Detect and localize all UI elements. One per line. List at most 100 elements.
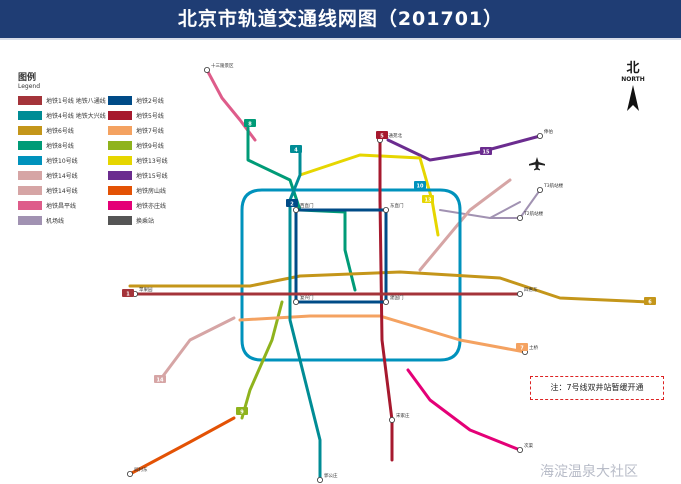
legend-label: 地铁4号线 地铁大兴线 xyxy=(46,112,106,120)
station-circle[interactable] xyxy=(537,186,544,193)
legend-item: 换乘站 xyxy=(108,214,198,226)
line-badge-box xyxy=(644,297,656,305)
map-title: 北京市轨道交通线网图（201701） xyxy=(0,0,681,38)
station-marker[interactable]: 复兴门 xyxy=(292,294,314,305)
legend-item: 地铁房山线 xyxy=(108,184,198,196)
legend-label: 地铁6号线 xyxy=(46,127,74,135)
station-circle[interactable] xyxy=(382,298,389,305)
line-badge-box xyxy=(480,147,492,155)
station-label: 复兴门 xyxy=(300,294,314,301)
line-badge-text: 4 xyxy=(294,148,298,154)
station-label: 次渠 xyxy=(524,442,533,449)
legend-swatch xyxy=(108,140,132,150)
line-badge: 10 xyxy=(414,181,426,190)
legend-item: 机场线 xyxy=(18,214,108,226)
line-badge-box xyxy=(290,145,302,153)
subway-map: 西直门东直门建国门复兴门宋家庄四惠东苹果园天通苑北十三陵景区T3航站楼T2航站楼… xyxy=(122,62,656,483)
line-badge-text: 10 xyxy=(417,184,424,190)
legend-item: 地铁10号线 xyxy=(18,154,108,166)
station-marker[interactable]: 阎村东 xyxy=(127,466,148,477)
legend-label: 换乘站 xyxy=(136,217,155,225)
station-circle[interactable] xyxy=(517,446,524,453)
station-circle[interactable] xyxy=(203,66,210,73)
subway-line-13 xyxy=(298,153,440,237)
station-circle[interactable] xyxy=(127,470,134,477)
legend-swatch xyxy=(18,170,42,180)
legend-label: 地铁7号线 xyxy=(136,127,164,135)
station-circle[interactable] xyxy=(388,416,395,423)
station-marker[interactable]: 东直门 xyxy=(382,202,404,213)
station-label: 宋家庄 xyxy=(396,412,410,419)
station-marker[interactable]: T2航站楼 xyxy=(517,210,544,221)
legend-grid: 地铁1号线 地铁八通线地铁2号线地铁4号线 地铁大兴线地铁5号线地铁6号线地铁7… xyxy=(18,94,198,226)
station-label: 东直门 xyxy=(390,202,404,209)
line-badge-box xyxy=(286,199,298,207)
legend-swatch xyxy=(18,215,42,225)
station-circle[interactable] xyxy=(382,206,389,213)
line-badge: 15 xyxy=(480,147,492,156)
legend-swatch xyxy=(18,155,42,165)
station-circle[interactable] xyxy=(517,214,524,221)
legend-item: 地铁13号线 xyxy=(108,154,198,166)
station-circle[interactable] xyxy=(316,476,323,483)
compass-north-english: NORTH xyxy=(621,76,645,83)
legend-label: 地铁14号线 xyxy=(46,187,78,195)
station-marker[interactable]: 西直门 xyxy=(292,202,314,213)
station-label: 郭公庄 xyxy=(324,472,338,479)
line-badge: 5 xyxy=(376,131,388,140)
line-badge-box xyxy=(422,195,434,203)
line-badge-text: 8 xyxy=(248,122,252,128)
line-badge: 8 xyxy=(244,119,256,128)
legend-item: 地铁14号线 xyxy=(18,184,108,196)
legend-subtitle: Legend xyxy=(18,83,41,90)
subway-line-6 xyxy=(128,270,652,304)
line-badge-box xyxy=(516,343,528,351)
station-circle[interactable] xyxy=(537,133,544,140)
line-badge: 6 xyxy=(644,297,656,306)
legend-item: 地铁4号线 地铁大兴线 xyxy=(18,109,108,121)
line-badge-box xyxy=(236,407,248,415)
line-badge: 1 xyxy=(122,289,134,298)
airplane-icon xyxy=(529,157,545,171)
legend-label: 地铁昌平线 xyxy=(46,202,77,210)
line-badge-text: 6 xyxy=(648,300,652,306)
legend-swatch xyxy=(108,95,132,105)
station-marker[interactable]: 郭公庄 xyxy=(316,472,338,483)
station-label: 俸伯 xyxy=(544,128,553,135)
legend-swatch xyxy=(108,215,132,225)
subway-line-yizhuang xyxy=(406,368,522,452)
header-divider xyxy=(0,38,681,40)
station-marker[interactable]: 建国门 xyxy=(382,294,404,305)
legend-swatch xyxy=(108,155,132,165)
station-marker[interactable]: 次渠 xyxy=(517,442,533,453)
legend-swatch xyxy=(18,110,42,120)
subway-line-9 xyxy=(240,300,284,420)
line-badge: 4 xyxy=(290,145,302,154)
station-marker[interactable]: 十三陵景区 xyxy=(203,62,234,73)
legend-label: 地铁14号线 xyxy=(46,172,78,180)
line-badge-text: 7 xyxy=(520,346,524,352)
station-marker[interactable]: 宋家庄 xyxy=(388,412,410,423)
station-marker[interactable]: 俸伯 xyxy=(537,128,553,140)
line-badge-text: 5 xyxy=(380,134,384,140)
legend-swatch xyxy=(108,200,132,210)
subway-line-14 xyxy=(158,178,512,382)
station-label: 天通苑北 xyxy=(384,132,402,139)
line-badge-text: 13 xyxy=(425,198,432,204)
subway-line-5 xyxy=(378,138,394,462)
station-circle[interactable] xyxy=(292,298,299,305)
legend-title: 图例 xyxy=(18,73,37,83)
legend-item: 地铁6号线 xyxy=(18,124,108,136)
station-label: 十三陵景区 xyxy=(211,62,234,69)
station-circle[interactable] xyxy=(292,206,299,213)
legend-item: 地铁亦庄线 xyxy=(108,199,198,211)
station-marker[interactable]: 四惠东 xyxy=(517,286,538,297)
subway-line-10 xyxy=(240,188,462,362)
legend-swatch xyxy=(108,170,132,180)
line-badge: 13 xyxy=(422,195,434,204)
station-marker[interactable]: T3航站楼 xyxy=(537,182,564,193)
legend-item: 地铁2号线 xyxy=(108,94,198,106)
legend-item: 地铁7号线 xyxy=(108,124,198,136)
legend-swatch xyxy=(18,95,42,105)
station-circle[interactable] xyxy=(517,290,524,297)
